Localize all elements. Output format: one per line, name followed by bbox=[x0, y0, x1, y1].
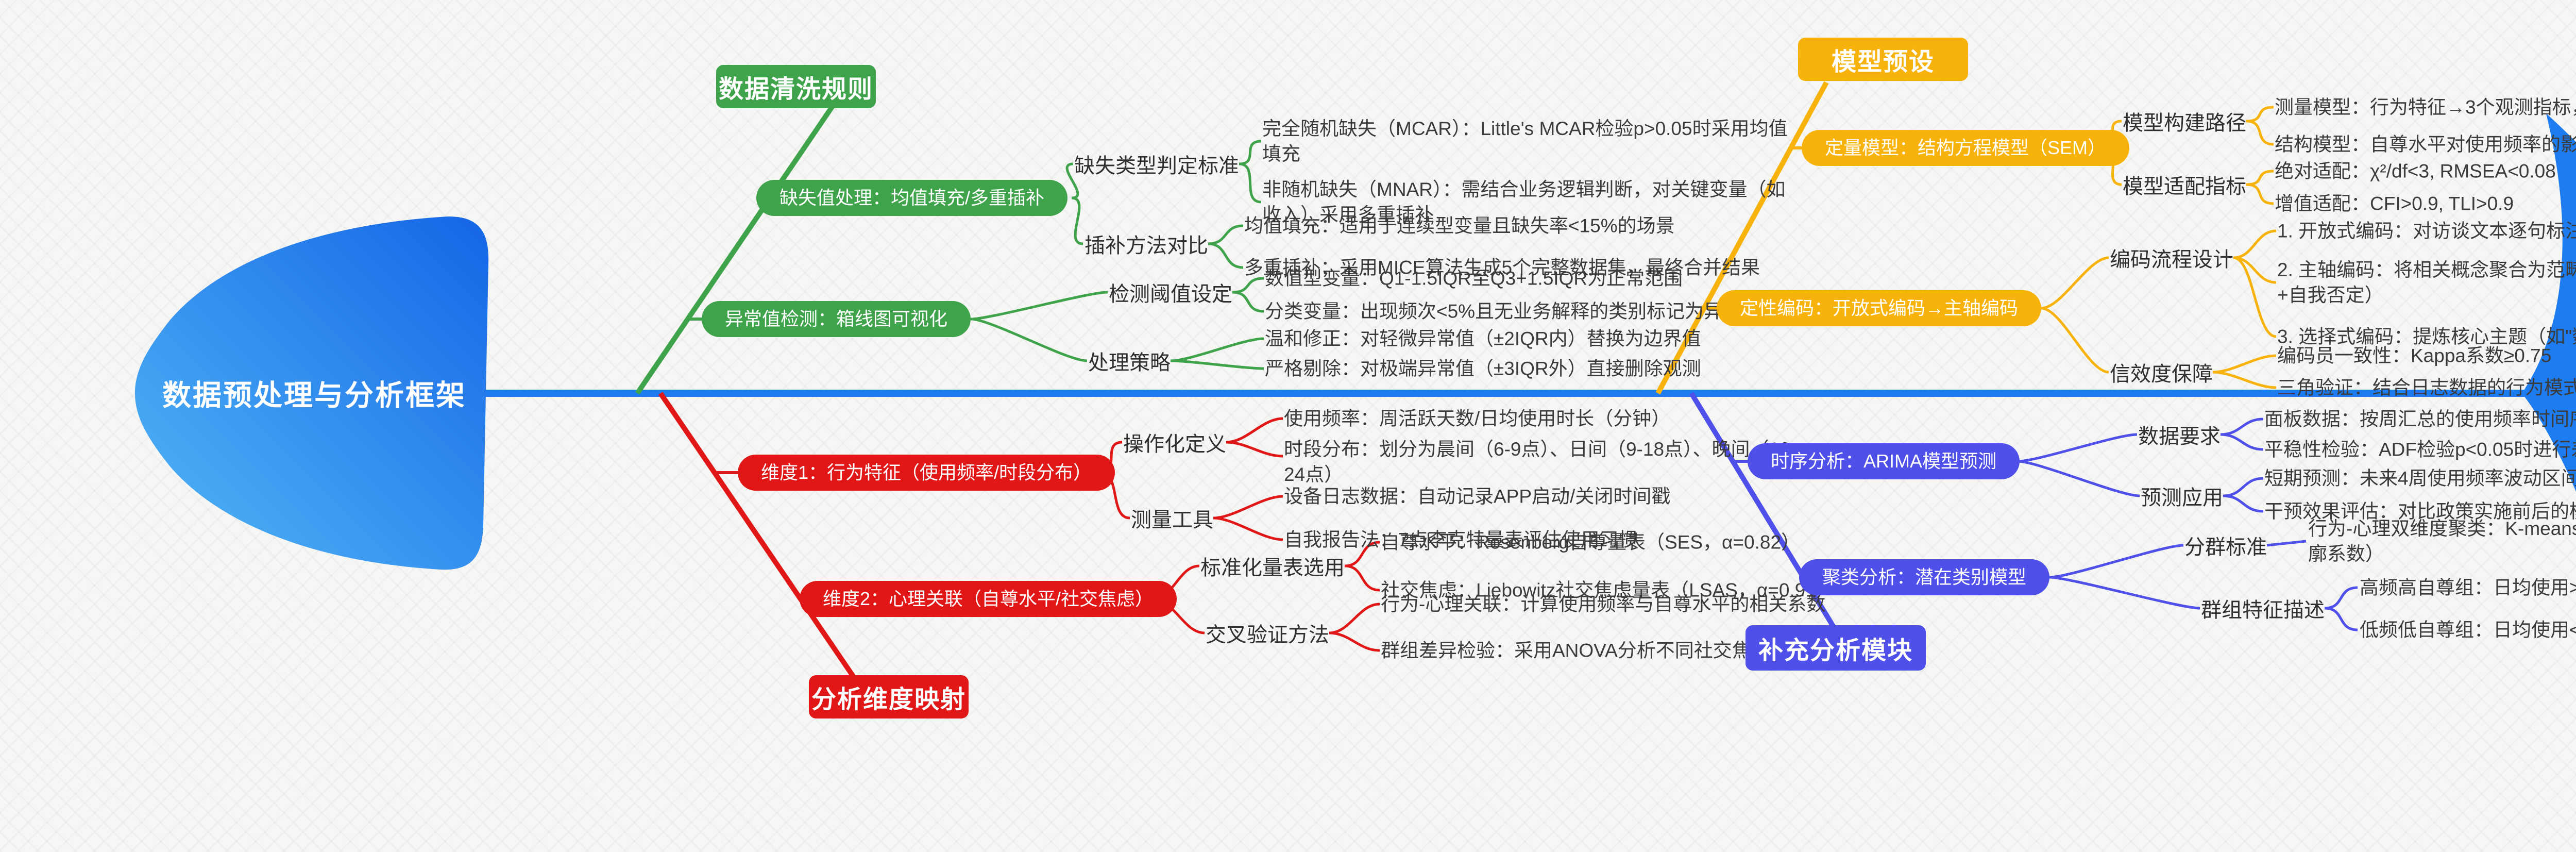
subnode-threshold-setting[interactable]: 检测阈值设定 bbox=[1109, 283, 1232, 306]
node-time-series-arima[interactable]: 时序分析：ARIMA模型预测 bbox=[1748, 443, 2020, 479]
branch-line-dimension-mapping bbox=[658, 392, 858, 681]
leaf-categorical-variable[interactable]: 分类变量：出现频次<5%且无业务解释的类别标记为异常 bbox=[1265, 300, 1742, 322]
subnode-missing-type-criteria[interactable]: 缺失类型判定标准 bbox=[1074, 155, 1239, 177]
node-tick-lines bbox=[688, 146, 1803, 474]
fish-head-shape bbox=[135, 216, 489, 570]
fish-tail-shape bbox=[2522, 113, 2576, 492]
leaf-incremental-fit[interactable]: 增值适配：CFI>0.9, TLI>0.9 bbox=[2275, 193, 2514, 214]
leaf-self-report[interactable]: 自我报告法：7点李克特量表评估使用习惯 bbox=[1284, 529, 1638, 550]
yellow-branch-curves bbox=[2041, 106, 2277, 389]
leaf-structural-model[interactable]: 结构模型：自尊水平对使用频率的影响路径（β=0.34, p<0.01） bbox=[2275, 133, 2576, 155]
subnode-operational-definition[interactable]: 操作化定义 bbox=[1123, 433, 1226, 456]
subnode-clustering-criteria[interactable]: 分群标准 bbox=[2184, 536, 2267, 559]
leaf-self-esteem-scale[interactable]: 自尊水平：Rosenberg自尊量表（SES，α=0.82） bbox=[1381, 531, 1801, 553]
branch-line-data-cleaning bbox=[635, 102, 837, 395]
subnode-handling-strategy[interactable]: 处理策略 bbox=[1088, 352, 1171, 374]
subnode-standardized-scales[interactable]: 标准化量表选用 bbox=[1200, 557, 1345, 579]
leaf-low-freq-low-esteem[interactable]: 低频低自尊组：日均使用<30分钟且SES得分<20 bbox=[2360, 619, 2576, 641]
green-branch-curves bbox=[970, 140, 1264, 370]
leaf-high-freq-high-esteem[interactable]: 高频高自尊组：日均使用>120分钟且SES得分>30 bbox=[2360, 577, 2576, 598]
leaf-time-distribution[interactable]: 时段分布：划分为晨间（6-9点）、日间（9-18点）、晚间（18-24点） bbox=[1284, 439, 1797, 485]
subnode-measurement-tools[interactable]: 测量工具 bbox=[1131, 509, 1213, 531]
leaf-multiple-imputation[interactable]: 多重插补：采用MICE算法生成5个完整数据集，最终合并结果 bbox=[1244, 257, 1760, 278]
blue-branch-curves bbox=[2017, 417, 2358, 631]
subnode-cross-validation[interactable]: 交叉验证方法 bbox=[1206, 624, 1329, 646]
leaf-absolute-fit[interactable]: 绝对适配：χ²/df<3, RMSEA<0.08 bbox=[2275, 160, 2556, 182]
node-cluster-analysis[interactable]: 聚类分析：潜在类别模型 bbox=[1799, 559, 2050, 595]
leaf-mcar[interactable]: 完全随机缺失（MCAR）：Little's MCAR检验p>0.05时采用均值填… bbox=[1262, 118, 1788, 164]
leaf-mnar[interactable]: 非随机缺失（MNAR）：需结合业务逻辑判断，对关键变量（如收入）采用多重插补 bbox=[1262, 179, 1786, 225]
subnode-imputation-comparison[interactable]: 插补方法对比 bbox=[1084, 235, 1208, 257]
subnode-group-profile[interactable]: 群组特征描述 bbox=[2201, 599, 2325, 622]
leaf-open-coding[interactable]: 1. 开放式编码：对访谈文本逐句标注概念标签（如"技术恐惧"） bbox=[2277, 220, 2576, 242]
branch-label-dimension-mapping[interactable]: 分析维度映射 bbox=[809, 675, 969, 719]
leaf-intervention-evaluation[interactable]: 干预效果评估：对比政策实施前后的模型残差变化 bbox=[2264, 500, 2576, 522]
leaf-axial-coding[interactable]: 2. 主轴编码：将相关概念聚合为范畴（如"心理障碍"包含技术恐惧+自我否定） bbox=[2277, 259, 2576, 306]
subnode-coding-process-design[interactable]: 编码流程设计 bbox=[2110, 248, 2233, 271]
leaf-mean-imputation[interactable]: 均值填充：适用于连续型变量且缺失率<15%的场景 bbox=[1244, 215, 1675, 237]
leaf-triangulation[interactable]: 三角验证：结合日志数据的行为模式验证质性结论 bbox=[2277, 377, 2576, 398]
subnode-forecast-application[interactable]: 预测应用 bbox=[2141, 487, 2223, 509]
subnode-model-building-path[interactable]: 模型构建路径 bbox=[2123, 112, 2246, 135]
node-dimension2-psychology[interactable]: 维度2：心理关联（自尊水平/社交焦虑） bbox=[800, 581, 1177, 617]
leaf-panel-data[interactable]: 面板数据：按周汇总的使用频率时间序列 bbox=[2264, 408, 2576, 430]
branch-label-model-presets[interactable]: 模型预设 bbox=[1798, 38, 1968, 81]
node-quantitative-model-sem[interactable]: 定量模型：结构方程模型（SEM） bbox=[1802, 130, 2130, 166]
node-outlier-detection[interactable]: 异常值检测：箱线图可视化 bbox=[702, 301, 971, 337]
node-dimension1-behavior[interactable]: 维度1：行为特征（使用频率/时段分布） bbox=[738, 455, 1115, 491]
branch-label-supplementary-analysis[interactable]: 补充分析模块 bbox=[1745, 625, 1926, 671]
subnode-model-fit-indices[interactable]: 模型适配指标 bbox=[2123, 175, 2246, 198]
leaf-mild-correction[interactable]: 温和修正：对轻微异常值（±2IQR内）替换为边界值 bbox=[1265, 328, 1701, 349]
subnode-reliability-validity[interactable]: 信效度保障 bbox=[2110, 363, 2213, 386]
diagram-title[interactable]: 数据预处理与分析框架 bbox=[162, 379, 466, 412]
leaf-behavior-psychology-correlation[interactable]: 行为-心理关联：计算使用频率与自尊水平的相关系数 bbox=[1381, 593, 1826, 615]
leaf-social-anxiety-scale[interactable]: 社交焦虑：Liebowitz社交焦虑量表（LSAS，α=0.91） bbox=[1381, 579, 1835, 601]
leaf-kmeans-clustering[interactable]: 行为-心理双维度聚类：K-means算法确定最优类数（肘部法则+轮廓系数） bbox=[2308, 518, 2576, 564]
leaf-short-term-forecast[interactable]: 短期预测：未来4周使用频率波动区间 bbox=[2264, 467, 2576, 489]
subnode-data-requirements[interactable]: 数据要求 bbox=[2138, 425, 2221, 448]
leaf-stationarity-test[interactable]: 平稳性检验：ADF检验p<0.05时进行差分处理 bbox=[2264, 439, 2576, 460]
leaf-usage-frequency[interactable]: 使用频率：周活跃天数/日均使用时长（分钟） bbox=[1284, 408, 1671, 429]
leaf-selective-coding[interactable]: 3. 选择式编码：提炼核心主题（如"数字适应困境"统领所有范畴） bbox=[2277, 326, 2576, 347]
leaf-coder-consistency[interactable]: 编码员一致性：Kappa系数≥0.75 bbox=[2277, 345, 2552, 366]
node-qualitative-coding[interactable]: 定性编码：开放式编码→主轴编码 bbox=[1717, 290, 2042, 326]
branch-line-model-presets bbox=[1655, 81, 1829, 395]
node-missing-value-handling[interactable]: 缺失值处理：均值填充/多重插补 bbox=[756, 180, 1068, 216]
leaf-device-log[interactable]: 设备日志数据：自动记录APP启动/关闭时间戳 bbox=[1284, 486, 1671, 507]
leaf-strict-removal[interactable]: 严格剔除：对极端异常值（±3IQR外）直接删除观测 bbox=[1265, 358, 1701, 379]
branch-label-data-cleaning[interactable]: 数据清洗规则 bbox=[716, 65, 876, 108]
leaf-measurement-model[interactable]: 测量模型：行为特征→3个观测指标，心理关联→2个潜变量 bbox=[2275, 96, 2576, 118]
leaf-numeric-variable[interactable]: 数值型变量：Q1-1.5IQR至Q3+1.5IQR为正常范围 bbox=[1265, 268, 1683, 289]
